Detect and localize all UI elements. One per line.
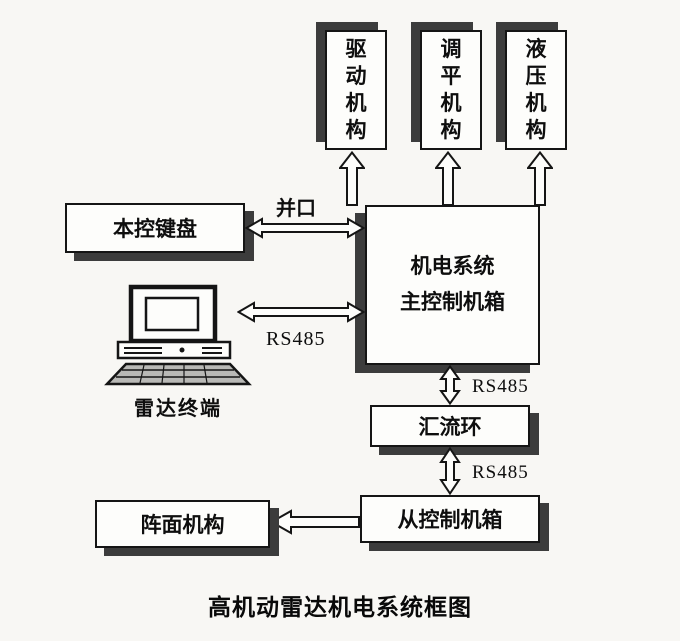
rs485-terminal-label: RS485 <box>266 328 326 350</box>
rs485-slip-slave-label: RS485 <box>472 462 529 483</box>
box-local-keyboard: 本控键盘 <box>65 203 245 253</box>
diagram-caption: 高机动雷达机电系统框图 <box>208 595 472 620</box>
array-mechanism-label: 阵面机构 <box>140 513 225 537</box>
drive-mechanism-label: 驱动机构 <box>345 37 367 142</box>
computer-icon <box>104 284 252 386</box>
rs485-main-slip-label: RS485 <box>472 376 529 397</box>
arrow-rs485-terminal <box>237 301 365 323</box>
arrow-left-array <box>270 509 360 535</box>
box-drive-mechanism: 驱动机构 <box>325 30 387 150</box>
leveling-mechanism-label: 调平机构 <box>440 37 462 142</box>
box-leveling-mechanism: 调平机构 <box>420 30 482 150</box>
box-slip-ring: 汇流环 <box>370 405 530 447</box>
radar-terminal-label: 雷达终端 <box>134 398 222 420</box>
box-hydraulic-mechanism: 液压机构 <box>505 30 567 150</box>
hydraulic-mechanism-label: 液压机构 <box>525 37 547 142</box>
arrow-up-hydraulic <box>527 151 553 206</box>
box-main-control: 机电系统 主控制机箱 <box>365 205 540 365</box>
main-control-label: 机电系统 主控制机箱 <box>400 249 505 320</box>
parallel-port-label: 并口 <box>276 198 316 220</box>
slip-ring-label: 汇流环 <box>418 415 482 439</box>
box-array-mechanism: 阵面机构 <box>95 500 270 548</box>
arrow-rs485-main-slip <box>439 365 461 405</box>
arrow-up-drive <box>339 151 365 206</box>
local-keyboard-label: 本控键盘 <box>113 217 197 241</box>
slave-control-label: 从控制机箱 <box>397 508 503 532</box>
arrow-up-leveling <box>435 151 461 206</box>
main-control-line1: 机电系统 <box>410 254 495 279</box>
arrow-rs485-slip-slave <box>439 447 461 495</box>
arrow-parallel-port <box>245 217 365 239</box>
main-control-line2: 主控制机箱 <box>400 290 505 314</box>
box-slave-control: 从控制机箱 <box>360 495 540 543</box>
